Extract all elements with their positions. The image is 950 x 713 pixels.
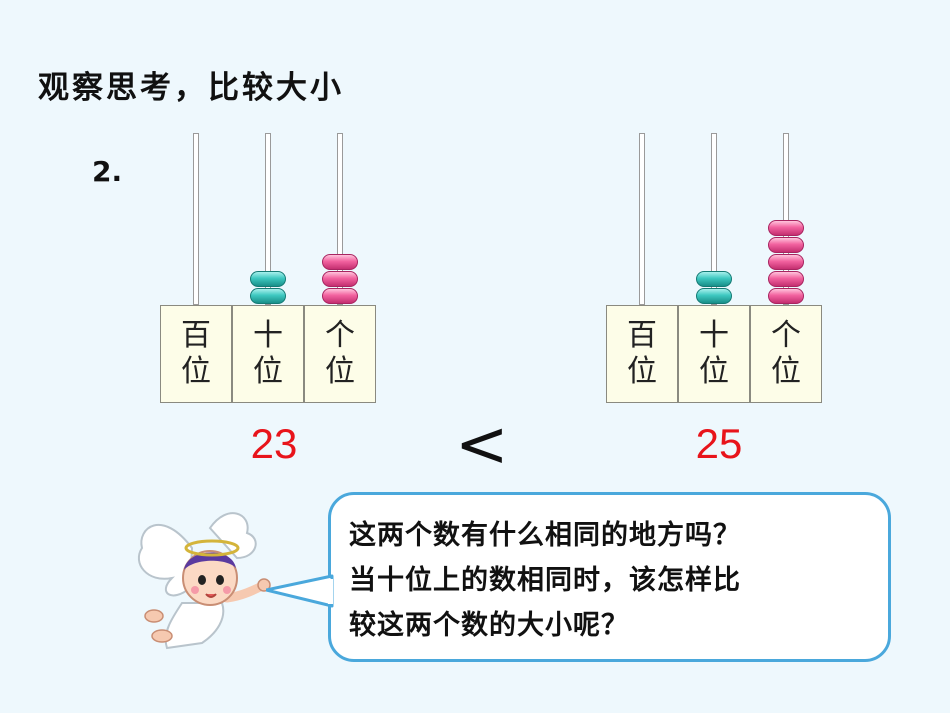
ones-bead bbox=[768, 288, 804, 304]
question-number: 2. bbox=[92, 155, 123, 188]
abacus-right: 百 位 十 位 个 位 bbox=[606, 133, 822, 405]
place-value-boxes: 百 位 十 位 个 位 bbox=[160, 305, 376, 403]
rod-hundreds bbox=[639, 133, 645, 305]
place-box-ones: 个 位 bbox=[750, 305, 822, 403]
speech-bubble-tail bbox=[266, 574, 334, 608]
speech-line: 这两个数有什么相同的地方吗？ bbox=[349, 520, 741, 551]
place-value-boxes: 百 位 十 位 个 位 bbox=[606, 305, 822, 403]
place-label-bottom: 位 bbox=[253, 354, 283, 389]
place-box-hundreds: 百 位 bbox=[160, 305, 232, 403]
place-box-tens: 十 位 bbox=[678, 305, 750, 403]
place-label-bottom: 位 bbox=[627, 354, 657, 389]
place-box-hundreds: 百 位 bbox=[606, 305, 678, 403]
tens-bead bbox=[250, 271, 286, 287]
abacus-left: 百 位 十 位 个 位 bbox=[160, 133, 376, 405]
ones-bead bbox=[768, 271, 804, 287]
place-label-top: 十 bbox=[699, 318, 729, 353]
ones-bead bbox=[768, 254, 804, 270]
rod-ones bbox=[783, 133, 789, 305]
comparison-symbol: < bbox=[455, 408, 509, 482]
rod-tens bbox=[711, 133, 717, 305]
ones-bead bbox=[768, 237, 804, 253]
place-label-bottom: 位 bbox=[771, 354, 801, 389]
ones-bead bbox=[322, 254, 358, 270]
right-number: 25 bbox=[695, 420, 743, 467]
place-label-top: 百 bbox=[181, 318, 211, 353]
ones-bead bbox=[322, 288, 358, 304]
place-box-tens: 十 位 bbox=[232, 305, 304, 403]
rod-hundreds bbox=[193, 133, 199, 305]
place-label-top: 百 bbox=[627, 318, 657, 353]
speech-line: 当十位上的数相同时，该怎样比 bbox=[349, 565, 741, 596]
place-label-bottom: 位 bbox=[181, 354, 211, 389]
tens-bead bbox=[696, 288, 732, 304]
angel-icon bbox=[137, 512, 271, 650]
place-label-bottom: 位 bbox=[325, 354, 355, 389]
rod-tens bbox=[265, 133, 271, 305]
place-box-ones: 个 位 bbox=[304, 305, 376, 403]
left-number: 23 bbox=[250, 420, 298, 467]
tens-bead bbox=[696, 271, 732, 287]
ones-bead bbox=[768, 220, 804, 236]
place-label-top: 个 bbox=[325, 318, 355, 353]
tens-bead bbox=[250, 288, 286, 304]
rod-ones bbox=[337, 133, 343, 305]
speech-bubble: 这两个数有什么相同的地方吗？ 当十位上的数相同时，该怎样比 较这两个数的大小呢？ bbox=[328, 492, 891, 662]
speech-line: 较这两个数的大小呢？ bbox=[349, 610, 629, 641]
place-label-bottom: 位 bbox=[699, 354, 729, 389]
place-label-top: 十 bbox=[253, 318, 283, 353]
place-label-top: 个 bbox=[771, 318, 801, 353]
ones-bead bbox=[322, 271, 358, 287]
page-title: 观察思考，比较大小 bbox=[38, 70, 344, 106]
